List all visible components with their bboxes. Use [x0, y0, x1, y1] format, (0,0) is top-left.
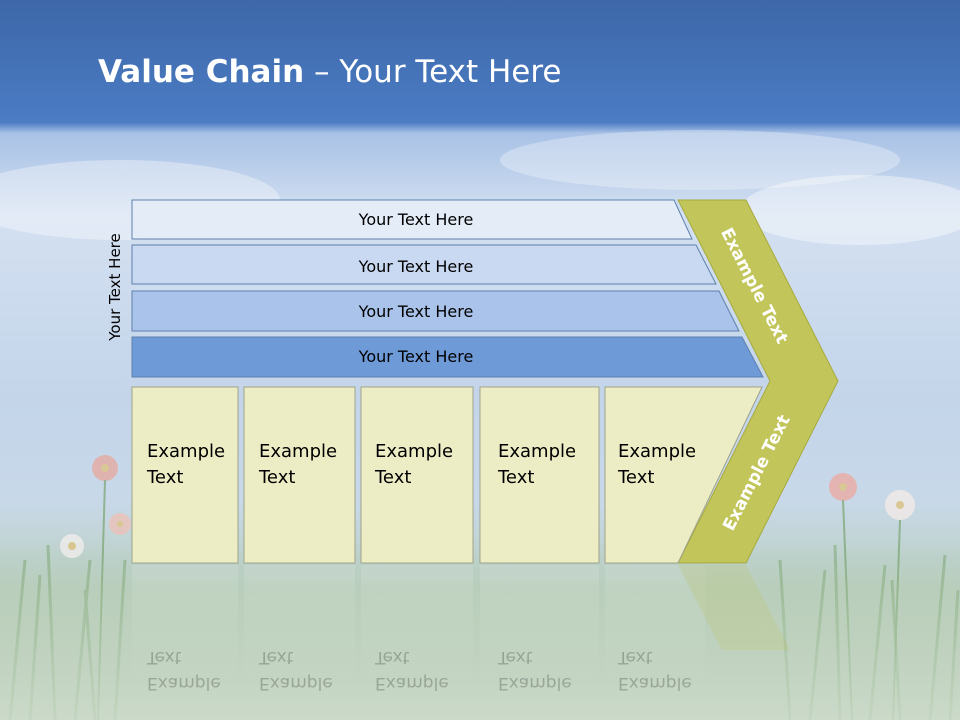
reflected-label-3b: Text: [374, 647, 410, 667]
reflected-label-2: Example: [259, 673, 333, 693]
primary-box-2-line2: Text: [259, 467, 296, 488]
primary-box-5: [604, 386, 763, 564]
reflected-label-4: Example: [498, 673, 572, 693]
reflected-label-3: Example: [375, 673, 449, 693]
support-bar-4: [131, 336, 764, 378]
reflected-label-4b: Text: [497, 647, 533, 667]
support-bar-2-label: Your Text Here: [358, 257, 474, 276]
primary-box-4-line2: Text: [498, 467, 535, 488]
reflected-label-5: Example: [618, 673, 692, 693]
title-bold: Value Chain: [98, 54, 305, 90]
primary-box-1: [131, 386, 239, 564]
reflected-label-2b: Text: [258, 647, 294, 667]
primary-box-3-line1: Example: [375, 441, 454, 462]
slide-title: Value Chain – Your Text Here: [98, 54, 561, 90]
margin-arrow: [677, 199, 839, 564]
support-bar-1: [131, 199, 693, 240]
primary-box-1-line1: Example: [147, 441, 226, 462]
primary-box-4: [479, 386, 600, 564]
reflected-label-5b: Text: [617, 647, 653, 667]
primary-box-3: [360, 386, 474, 564]
primary-box-3-line2: Text: [375, 467, 412, 488]
reflected-labels: Example Text Example Text Example Text E…: [146, 647, 692, 693]
support-bar-4-label: Your Text Here: [358, 347, 474, 366]
support-bar-1-label: Your Text Here: [358, 210, 474, 229]
title-rest: – Your Text Here: [304, 54, 562, 90]
reflected-label-1b: Text: [146, 647, 182, 667]
primary-box-2-line1: Example: [259, 441, 338, 462]
primary-box-5-line1: Example: [618, 441, 697, 462]
support-bar-2: [131, 244, 717, 285]
support-bar-3: [131, 290, 740, 332]
primary-box-4-line1: Example: [498, 441, 577, 462]
primary-box-1-line2: Text: [147, 467, 184, 488]
support-bar-3-label: Your Text Here: [358, 302, 474, 321]
reflected-label-1: Example: [147, 673, 221, 693]
primary-box-2: [243, 386, 356, 564]
primary-box-5-line2: Text: [618, 467, 655, 488]
diagram-reflection: [132, 565, 790, 685]
